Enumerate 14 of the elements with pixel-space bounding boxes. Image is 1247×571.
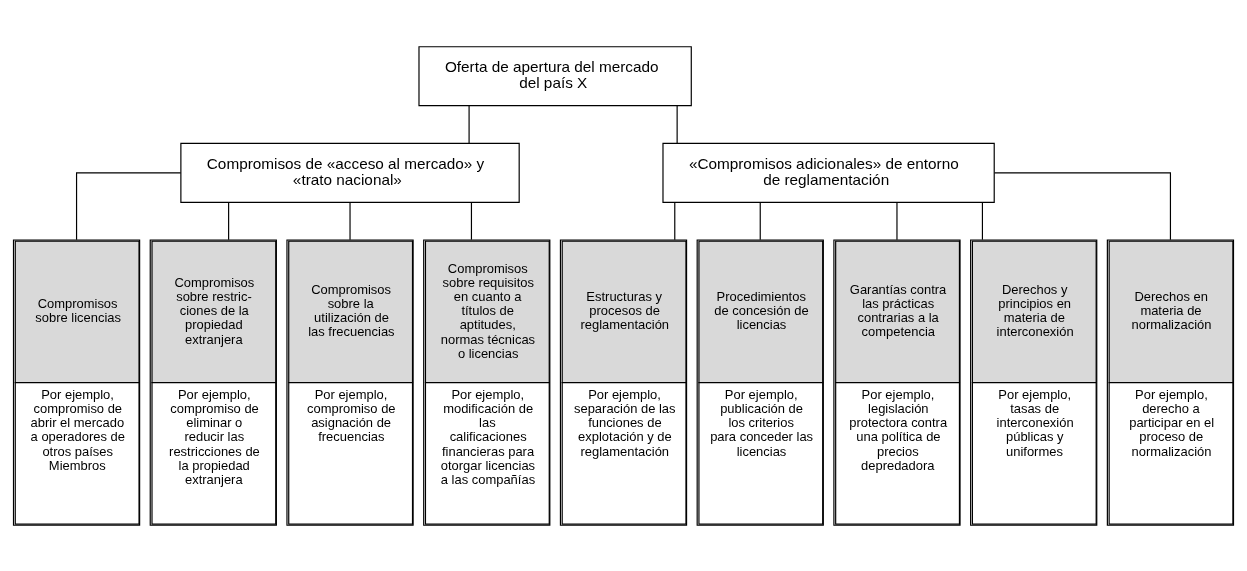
node-box: Compromisos de «acceso al mercado» y «trato nacional»	[180, 142, 520, 203]
node-box: Oferta de apertura del mercado del país X	[418, 45, 692, 106]
connector	[896, 201, 898, 240]
connector	[981, 201, 983, 240]
connector	[993, 171, 1172, 240]
connector	[676, 104, 678, 144]
connector	[349, 201, 351, 240]
connector	[468, 104, 470, 144]
connector	[470, 201, 473, 240]
connector	[75, 171, 182, 240]
node-box: «Compromisos adicionales» de entorno de reglamentación	[662, 142, 995, 203]
connector	[674, 201, 676, 240]
connector	[759, 201, 761, 240]
connector	[228, 201, 230, 240]
